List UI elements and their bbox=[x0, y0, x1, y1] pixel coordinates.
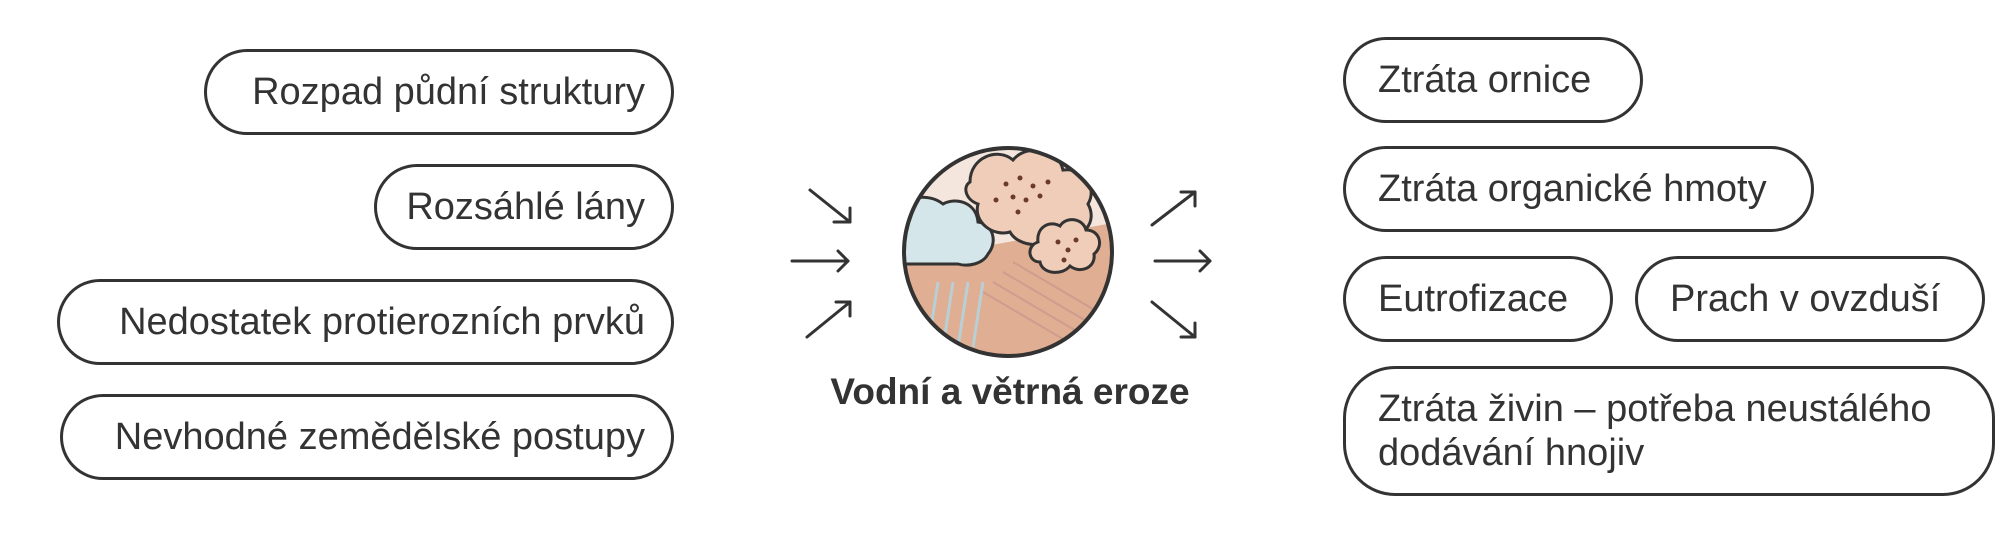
cause-label: Nedostatek protierozních prvků bbox=[119, 301, 645, 343]
dust-cloud-icon bbox=[964, 148, 1102, 274]
cause-label: Rozpad půdní struktury bbox=[252, 71, 645, 113]
arrow-up-right-icon bbox=[805, 300, 852, 339]
outgoing-arrows bbox=[1150, 190, 1212, 339]
wind-streaks bbox=[982, 261, 1099, 343]
effect-eutrophication: Eutrofizace bbox=[1343, 256, 1613, 342]
effect-label: Prach v ovzduší bbox=[1670, 278, 1941, 320]
cause-label: Nevhodné zemědělské postupy bbox=[114, 416, 645, 458]
cause-lack-of-anti-erosion-elements: Nedostatek protierozních prvků bbox=[57, 279, 674, 365]
rain-cloud-icon bbox=[904, 195, 995, 267]
cause-soil-structure: Rozpad půdní struktury bbox=[204, 49, 674, 135]
cause-bad-farming-practices: Nevhodné zemědělské postupy bbox=[60, 394, 674, 480]
arrow-up-right-icon bbox=[1150, 190, 1197, 227]
erosion-icon bbox=[902, 146, 1114, 358]
incoming-arrows bbox=[790, 188, 852, 339]
effect-organic-matter-loss: Ztráta organické hmoty bbox=[1343, 146, 1814, 232]
center-title: Vodní a větrná eroze bbox=[830, 371, 1190, 412]
effect-topsoil-loss: Ztráta ornice bbox=[1343, 37, 1643, 123]
effect-label: Ztráta organické hmoty bbox=[1378, 168, 1767, 210]
arrow-down-right-icon bbox=[1150, 300, 1197, 339]
effect-label: Eutrofizace bbox=[1378, 278, 1569, 320]
arrow-right-icon bbox=[1153, 249, 1212, 273]
cause-label: Rozsáhlé lány bbox=[406, 186, 645, 228]
cause-large-fields: Rozsáhlé lány bbox=[374, 164, 674, 250]
effect-label: Ztráta ornice bbox=[1378, 59, 1592, 101]
arrow-down-right-icon bbox=[808, 188, 852, 224]
effect-nutrient-loss: Ztráta živin – potřeba neustálého dodává… bbox=[1343, 366, 1995, 496]
effect-airborne-dust: Prach v ovzduší bbox=[1635, 256, 1985, 342]
arrow-right-icon bbox=[790, 249, 850, 273]
effect-label: Ztráta živin – potřeba neustálého dodává… bbox=[1378, 388, 1932, 474]
